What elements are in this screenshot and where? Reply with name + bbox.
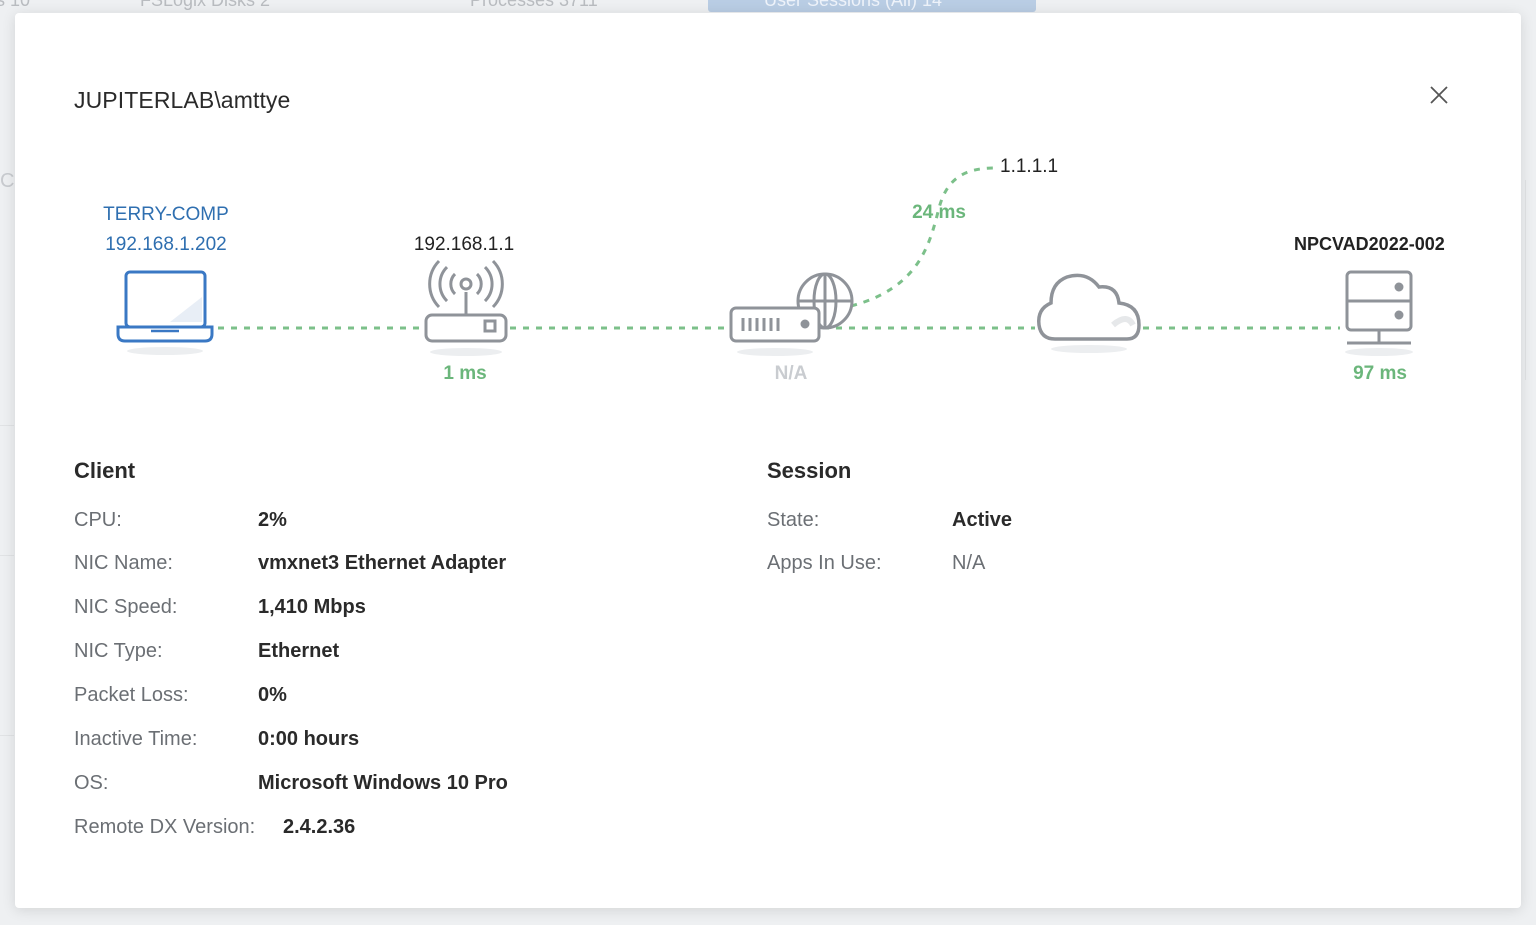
- nic-speed-label: NIC Speed:: [74, 596, 178, 618]
- background-tab-processes: Processes 3711: [470, 0, 598, 10]
- remote-dx-version-label: Remote DX Version:: [74, 816, 256, 838]
- nic-type-label: NIC Type:: [74, 640, 163, 662]
- background-divider: [0, 425, 14, 426]
- client-name: TERRY-COMP: [103, 204, 229, 225]
- background-divider: [0, 735, 14, 736]
- topology-diagram: [116, 166, 1413, 356]
- nic-name-label: NIC Name:: [74, 552, 173, 574]
- close-button[interactable]: [1425, 81, 1453, 109]
- modal-title: JUPITERLAB\amttye: [74, 87, 291, 113]
- server-name: NPCVAD2022-002: [1294, 234, 1445, 254]
- client-section-title: Client: [74, 458, 136, 483]
- network-switch-globe-icon: [729, 272, 854, 343]
- network-topology: TERRY-COMP 192.168.1.202 192.168.1.1 1 m…: [15, 13, 1521, 433]
- remote-dx-version-value: 2.4.2.36: [283, 816, 356, 838]
- server-latency: 97 ms: [1353, 363, 1407, 384]
- cpu-value: 2%: [258, 509, 287, 531]
- apps-in-use-label: Apps In Use:: [767, 552, 882, 574]
- background-tab-fslogix: FSLogix Disks 2: [140, 0, 271, 10]
- nic-name-value: vmxnet3 Ethernet Adapter: [258, 552, 507, 574]
- wifi-router-icon: [424, 259, 508, 343]
- close-icon: [1430, 86, 1448, 104]
- os-label: OS:: [74, 772, 109, 794]
- session-detail-modal: JUPITERLAB\amttye: [15, 13, 1521, 908]
- cpu-label: CPU:: [74, 509, 122, 531]
- state-value: Active: [952, 509, 1013, 531]
- os-value: Microsoft Windows 10 Pro: [258, 772, 508, 794]
- cloud-icon: [1037, 273, 1141, 341]
- background-edge-letter: C: [0, 170, 15, 192]
- gateway-latency: N/A: [774, 363, 808, 384]
- server-icon: [1345, 270, 1413, 345]
- background-edge-panel: [1525, 180, 1536, 380]
- background-tab-user-sessions: User Sessions (All) 14: [708, 0, 1036, 12]
- inactive-time-value: 0:00 hours: [258, 728, 360, 750]
- laptop-icon: [116, 270, 214, 343]
- background-tab-bar: s 10 FSLogix Disks 2 Processes 3711 User…: [0, 0, 1536, 12]
- client-ip: 192.168.1.202: [105, 234, 227, 255]
- nic-type-value: Ethernet: [258, 640, 340, 662]
- router-latency: 1 ms: [443, 363, 487, 384]
- link-gateway-dns: [850, 166, 996, 308]
- background-divider: [0, 555, 14, 556]
- session-section-title: Session: [767, 458, 852, 483]
- packet-loss-label: Packet Loss:: [74, 684, 189, 706]
- dns-latency: 24 ms: [912, 202, 966, 223]
- dns-ip: 1.1.1.1: [1000, 156, 1059, 177]
- packet-loss-value: 0%: [258, 684, 287, 706]
- nic-speed-value: 1,410 Mbps: [258, 596, 366, 618]
- background-tab: s 10: [0, 0, 31, 10]
- apps-in-use-value: N/A: [952, 552, 986, 574]
- router-ip: 192.168.1.1: [413, 234, 515, 255]
- state-label: State:: [767, 509, 820, 531]
- inactive-time-label: Inactive Time:: [74, 728, 198, 750]
